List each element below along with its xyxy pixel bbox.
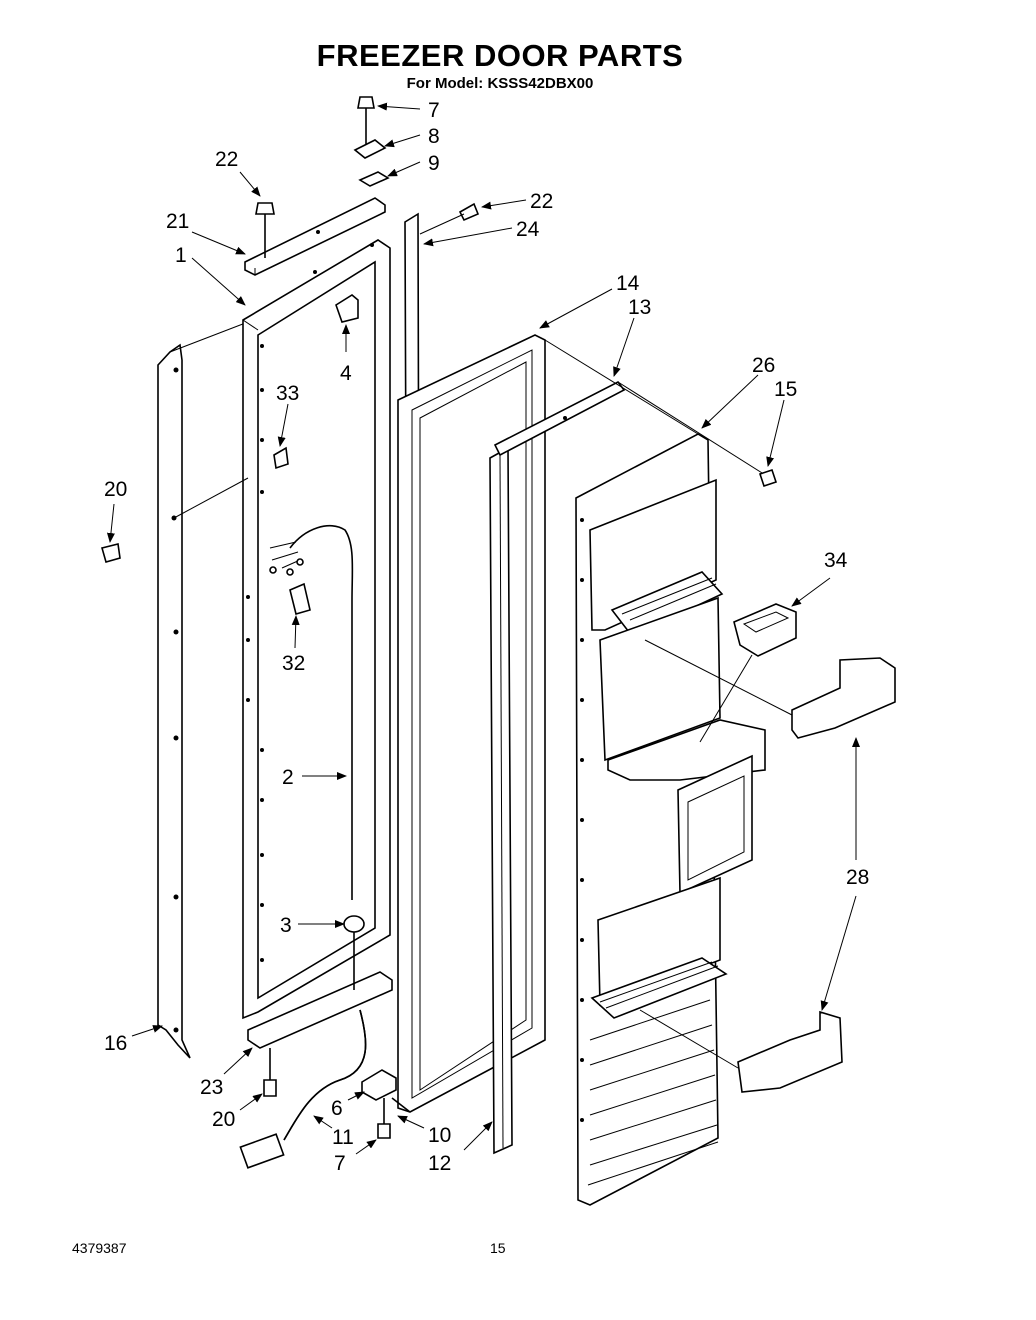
part-28-upper-trim	[644, 639, 896, 739]
part-28-lower-trim	[639, 1009, 843, 1093]
part-20-screw-bottom	[263, 1048, 277, 1097]
part-22-screw-right	[419, 202, 480, 235]
part-26-dispenser-panel	[544, 339, 771, 1206]
callout-3: 3	[280, 914, 292, 937]
callout-34: 34	[824, 549, 848, 572]
part-21-hinge-channel	[244, 197, 386, 276]
part-code: 4379387	[72, 1240, 127, 1256]
callout-4: 4	[340, 362, 352, 385]
part-16-door-panel	[157, 321, 249, 1059]
part-20-screw-left	[101, 543, 121, 563]
part-9-shim	[358, 171, 390, 187]
callout-2: 2	[282, 766, 294, 789]
model-subtitle: For Model: KSSS42DBX00	[406, 75, 594, 92]
part-15-screw	[758, 468, 778, 488]
part-33-clip	[273, 446, 289, 470]
callout-10: 10	[428, 1124, 451, 1147]
callout-13: 13	[628, 296, 651, 319]
part-13-top-bracket	[493, 380, 626, 457]
callout-14: 14	[616, 272, 640, 295]
callout-24: 24	[516, 218, 540, 241]
part-12-breaker-strip	[489, 446, 513, 1155]
part-1-door-frame	[173, 239, 391, 1020]
part-14-door-liner	[397, 334, 546, 1113]
part-34-dispenser-cup	[699, 603, 797, 743]
part-23-hinge-channel	[247, 971, 393, 1049]
callout-16: 16	[104, 1032, 127, 1055]
callout-6: 6	[331, 1097, 343, 1120]
part-32-plug	[289, 582, 311, 615]
part-11-lower-harness	[239, 1009, 367, 1169]
callout-23: 23	[200, 1076, 223, 1099]
callout-33: 33	[276, 382, 299, 405]
part-4-clip	[335, 294, 359, 323]
part-8-hinge-pin	[353, 139, 387, 159]
callout-26: 26	[752, 354, 775, 377]
part-6-hinge-plate	[361, 1069, 397, 1101]
callout-1: 1	[175, 244, 187, 267]
part-10-hinge-bracket	[391, 1097, 411, 1113]
page-number: 15	[490, 1240, 506, 1256]
callout-8: 8	[428, 125, 440, 148]
callout-22-top: 22	[215, 148, 238, 171]
callout-9: 9	[428, 152, 440, 175]
part-7-screw-top	[357, 96, 375, 145]
callout-21: 21	[166, 210, 189, 233]
callout-32: 32	[282, 652, 305, 675]
callout-20-left: 20	[104, 478, 127, 501]
callout-7-top: 7	[428, 99, 440, 122]
callout-28: 28	[846, 866, 869, 889]
part-7-screw-bottom	[377, 1098, 391, 1139]
callout-12: 12	[428, 1152, 451, 1175]
callout-20-bottom: 20	[212, 1108, 235, 1131]
part-2-wire-harness	[269, 524, 354, 900]
part-22-screw-top	[255, 202, 275, 258]
callout-7-bottom: 7	[334, 1152, 346, 1175]
callout-22-right: 22	[530, 190, 553, 213]
page-title: FREEZER DOOR PARTS	[316, 38, 684, 73]
callout-11: 11	[332, 1126, 354, 1149]
callout-leaders	[106, 102, 860, 1155]
callout-15: 15	[774, 378, 797, 401]
callout-labels: 7 8 9 22 22 21 24 1 14 13 4 26 15 33 20 …	[104, 99, 869, 1175]
